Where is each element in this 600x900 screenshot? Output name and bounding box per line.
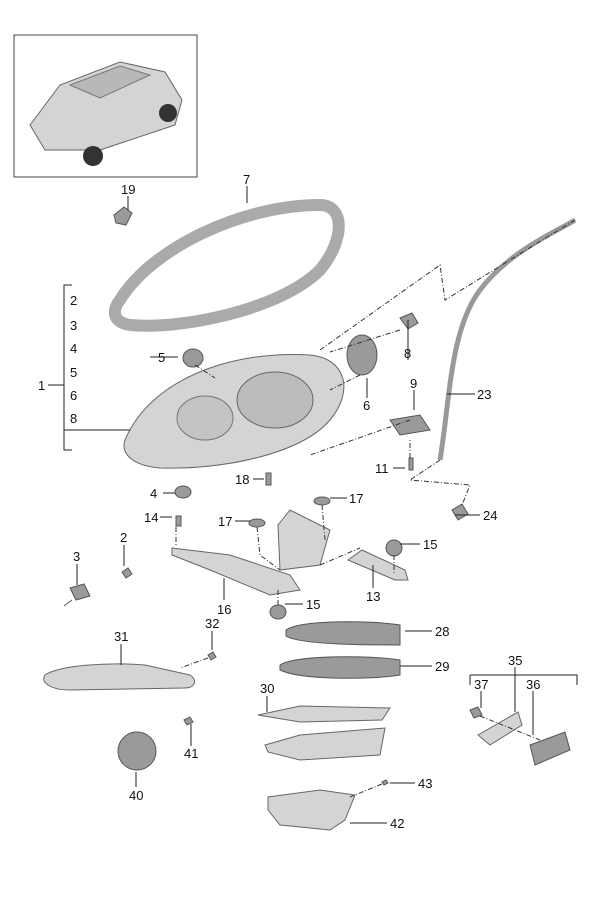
cover-part-29[interactable] — [279, 656, 401, 679]
label-4: 4 — [150, 486, 157, 501]
part-18[interactable] — [265, 472, 272, 486]
part-15-b[interactable] — [269, 604, 287, 620]
part-9-module[interactable] — [389, 414, 431, 436]
part-17-b[interactable] — [248, 518, 266, 528]
label-7: 7 — [243, 172, 250, 187]
label-31: 31 — [114, 629, 128, 644]
part-17-a[interactable] — [313, 496, 331, 506]
part-24[interactable] — [451, 503, 469, 521]
part-19[interactable] — [113, 206, 133, 226]
label-32: 32 — [205, 616, 219, 631]
fog-light-part-40[interactable] — [117, 731, 157, 771]
car-wheel-rear — [159, 104, 177, 122]
label-43: 43 — [418, 776, 432, 791]
part-43[interactable] — [381, 779, 389, 786]
label-bracket-5: 5 — [70, 365, 77, 380]
label-13: 13 — [366, 589, 380, 604]
label-37: 37 — [474, 677, 488, 692]
marker-lens-part-36[interactable] — [529, 731, 571, 766]
label-42: 42 — [390, 816, 404, 831]
housing-part-42[interactable] — [267, 789, 356, 831]
trim-part-30-upper[interactable] — [257, 705, 391, 723]
label-bracket-3: 3 — [70, 318, 77, 333]
car-body — [29, 61, 183, 151]
label-14: 14 — [144, 510, 158, 525]
label-40: 40 — [129, 788, 143, 803]
group-bracket — [48, 284, 130, 451]
part-11[interactable] — [408, 457, 414, 471]
label-36: 36 — [526, 677, 540, 692]
label-35: 35 — [508, 653, 522, 668]
bracket-upper — [277, 509, 331, 571]
label-17-b: 17 — [218, 514, 232, 529]
car-wheel-front — [83, 146, 103, 166]
part-3[interactable] — [63, 583, 91, 607]
headlight-seal-part-7[interactable] — [108, 198, 345, 332]
label-bracket-6: 6 — [70, 388, 77, 403]
label-9: 9 — [410, 376, 417, 391]
leader-lines — [76, 186, 578, 824]
label-24: 24 — [483, 508, 497, 523]
part-5[interactable] — [182, 348, 204, 368]
label-41: 41 — [184, 746, 198, 761]
label-28: 28 — [435, 624, 449, 639]
vehicle-thumbnail[interactable] — [13, 34, 198, 178]
label-30: 30 — [260, 681, 274, 696]
label-5: 5 — [158, 350, 165, 365]
label-17-a: 17 — [349, 491, 363, 506]
label-3: 3 — [73, 549, 80, 564]
assembly-lines — [175, 219, 576, 798]
bracket-part-13[interactable] — [346, 549, 409, 581]
part-15-a[interactable] — [385, 539, 403, 557]
part-32[interactable] — [207, 651, 217, 661]
callout-labels: 19 7 2 3 4 5 6 8 1 5 8 6 9 23 11 18 4 17… — [38, 172, 540, 831]
part-41[interactable] — [183, 716, 194, 726]
label-bracket-2: 2 — [70, 293, 77, 308]
part-2[interactable] — [121, 567, 133, 579]
drl-part-31[interactable] — [43, 663, 196, 691]
part-23-wiring[interactable] — [437, 217, 577, 461]
label-8: 8 — [404, 346, 411, 361]
part-37[interactable] — [469, 706, 483, 719]
cover-part-28[interactable] — [285, 621, 401, 646]
label-bracket-8: 8 — [70, 411, 77, 426]
part-8[interactable] — [399, 312, 419, 330]
headlight-assembly-part-1[interactable] — [123, 353, 345, 469]
label-15-a: 15 — [423, 537, 437, 552]
label-6: 6 — [363, 398, 370, 413]
label-19: 19 — [121, 182, 135, 197]
label-18: 18 — [235, 472, 249, 487]
label-1: 1 — [38, 378, 45, 393]
label-29: 29 — [435, 659, 449, 674]
label-11: 11 — [375, 461, 389, 476]
trim-part-30-lower — [264, 727, 386, 761]
part-4[interactable] — [174, 485, 192, 499]
headlight-projector — [236, 371, 314, 429]
part-6-cap[interactable] — [346, 334, 378, 376]
label-2: 2 — [120, 530, 127, 545]
part-14[interactable] — [175, 515, 182, 527]
headlight-lens — [176, 395, 234, 441]
label-16: 16 — [217, 602, 231, 617]
bracket-part-16[interactable] — [171, 547, 301, 596]
label-23: 23 — [477, 387, 491, 402]
label-15-b: 15 — [306, 597, 320, 612]
label-bracket-4: 4 — [70, 341, 77, 356]
car-windshield — [68, 65, 152, 99]
marker-housing-part-35[interactable] — [477, 711, 523, 746]
